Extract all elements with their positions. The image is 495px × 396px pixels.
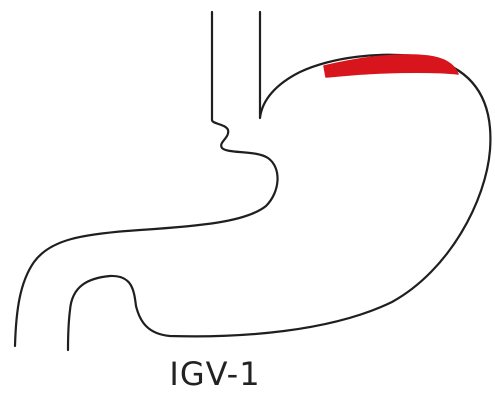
esophagus-left-wall — [15, 12, 278, 346]
diagram-caption: IGV-1 — [0, 356, 430, 392]
